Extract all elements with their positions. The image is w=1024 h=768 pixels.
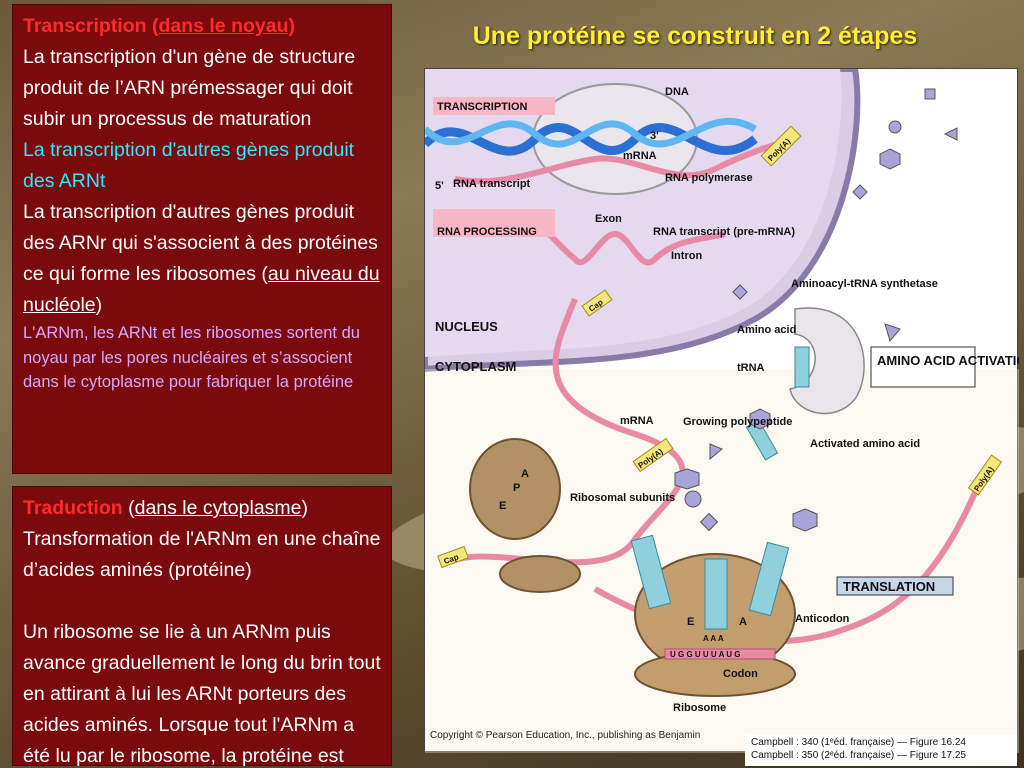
label-nucleus: NUCLEUS (435, 319, 498, 334)
label-rna-processing: RNA PROCESSING (437, 226, 537, 238)
label-transcription: TRANSCRIPTION (437, 101, 528, 113)
label-amino-acid: Amino acid (737, 324, 796, 336)
nucleole-link[interactable]: au niveau du nucléole (23, 263, 380, 316)
label-3prime: 3' (650, 130, 659, 142)
polya-tag-cytoplasm (632, 437, 674, 473)
traduction-title: Traduction (23, 497, 123, 519)
polypeptide-residue (699, 512, 719, 532)
trna-activation (794, 346, 810, 388)
traduction-place-link[interactable]: dans le cytoplasme (134, 497, 302, 519)
dna-strand-2 (425, 117, 757, 148)
label-site-p-subunit: P (513, 482, 520, 494)
amino-acid-diamond-2 (732, 284, 748, 300)
cap-tag-cytoplasm (437, 545, 469, 569)
trna-a-site (748, 541, 790, 617)
polypeptide-residue (684, 490, 702, 508)
label-aminoacyl: Aminoacyl-tRNA synthetase (791, 278, 938, 290)
amino-acid-triangle (943, 127, 958, 141)
label-pre-mrna: RNA transcript (pre-mRNA) (653, 226, 795, 238)
trna-e-site (630, 534, 672, 610)
small-subunit (499, 555, 581, 593)
rna-processing-label-box (433, 209, 555, 237)
label-site-e-subunit: E (499, 500, 506, 512)
label-exon: Exon (595, 213, 622, 225)
label-cytoplasm: CYTOPLASM (435, 359, 516, 374)
label-5prime: 5' (435, 180, 444, 192)
polya-tag-translation (967, 454, 1003, 496)
label-codon: Codon (723, 668, 758, 680)
transcription-heading: Transcription (dans le noyau) (23, 15, 295, 37)
label-activated-amino-acid: Activated amino acid (810, 438, 920, 450)
label-rna-polymerase: RNA polymerase (665, 172, 753, 184)
activated-amino-acid-shape (749, 408, 771, 430)
figure-illustration: TRANSCRIPTION DNA 3' 5' mRNA RNA transcr… (425, 69, 1019, 753)
pre-mrna-strand (504, 214, 726, 266)
protein-synthesis-figure: TRANSCRIPTION DNA 3' 5' mRNA RNA transcr… (424, 68, 1019, 753)
transcription-para-rrna: La transcription d'autres gènes produit … (23, 201, 380, 316)
transcription-para-export: L'ARNm, les ARNt et les ribosomes sorten… (23, 324, 360, 391)
traduction-para-definition: Transformation de l'ARNm en une chaîne d… (23, 528, 381, 581)
amino-activation-box (870, 346, 976, 388)
rna-transcript-strand (454, 136, 796, 185)
label-codon-bases: U G G U U U A U G (670, 650, 741, 659)
transcription-label-box (433, 97, 555, 115)
traduction-heading: Traduction (dans le cytoplasme) (23, 497, 309, 519)
large-subunit (469, 438, 561, 540)
polypeptide-residue (709, 443, 723, 461)
traduction-panel: Traduction (dans le cytoplasme) Transfor… (12, 486, 392, 767)
slide-title: Une protéine se construit en 2 étapes (472, 22, 918, 50)
label-ribosomal-subunits: Ribosomal subunits (570, 492, 675, 504)
amino-acid-square (924, 88, 936, 100)
transcription-title: Transcription (23, 15, 147, 37)
dna-strand-1 (425, 122, 758, 156)
amino-acid-triangle-2 (884, 323, 901, 343)
label-trna: tRNA (737, 362, 765, 374)
label-growing-polypeptide: Growing polypeptide (683, 416, 792, 428)
amino-acid-hexagon (879, 148, 901, 170)
incoming-amino-acid (792, 508, 818, 532)
transcription-para-trna: La transcription d'autres gènes produit … (23, 139, 355, 192)
label-anticodon-bases: A A A (703, 634, 724, 643)
label-dna: DNA (665, 86, 689, 98)
polya-tag-top (760, 125, 802, 167)
transcription-panel: Transcription (dans le noyau) La transcr… (12, 4, 392, 474)
transcription-place-link[interactable]: dans le noyau (158, 15, 289, 37)
label-translation: TRANSLATION (843, 579, 935, 594)
label-site-e: E (687, 616, 694, 628)
label-site-a-subunit: A (521, 468, 529, 480)
translation-label-box (836, 576, 954, 596)
ribosome-mrna (664, 648, 776, 660)
references-box: Campbell : 340 (1ᵉéd. française) — Figur… (745, 734, 1017, 766)
transcription-para-pre-mrna: La transcription d'un gène de structure … (23, 46, 356, 130)
traduction-para-ribosome: Un ribosome se lie à un ARNm puis avance… (23, 621, 381, 767)
label-amino-activation: AMINO ACID ACTIVATION (877, 353, 1019, 368)
label-mrna: mRNA (620, 415, 654, 427)
label-anticodon: Anticodon (795, 613, 850, 625)
label-ribosome: Ribosome (673, 702, 726, 714)
label-mrna-top: mRNA (623, 150, 657, 162)
amino-acid-circle (888, 120, 902, 134)
label-rna-transcript: RNA transcript (453, 178, 531, 190)
label-site-a: A (739, 616, 747, 628)
reference-line-2: Campbell : 350 (2ᵉéd. française) — Figur… (751, 750, 966, 761)
reference-line-1: Campbell : 340 (1ᵉéd. française) — Figur… (751, 737, 966, 748)
label-intron: Intron (671, 250, 702, 262)
polypeptide-residue (674, 468, 700, 490)
cap-tag-nucleus (581, 289, 613, 317)
figure-copyright: Copyright © Pearson Education, Inc., pub… (430, 730, 701, 741)
trna-p-site (704, 558, 728, 630)
amino-acid-diamond (852, 184, 868, 200)
